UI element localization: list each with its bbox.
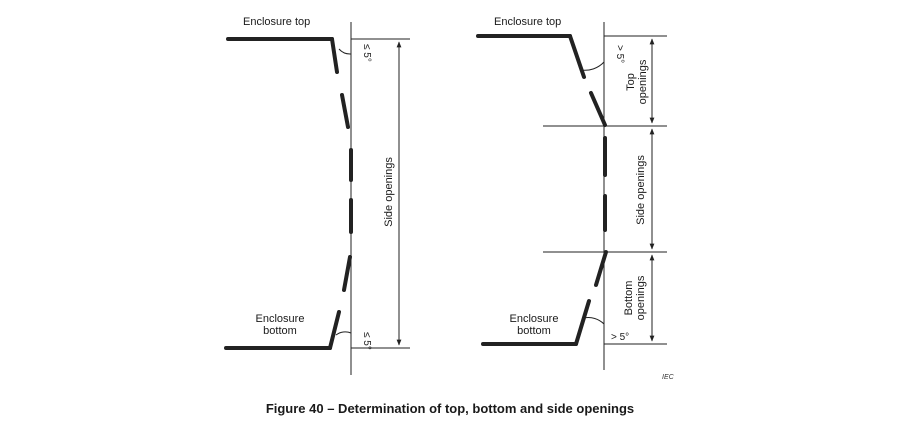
left-angle-arc-bottom bbox=[335, 331, 352, 336]
left-enclosure-bottom-label-line1: Enclosure bbox=[256, 313, 305, 325]
right-angle-arc-bottom bbox=[583, 317, 605, 325]
left-diagram: Enclosure top ≤ 5° ≤ 5° Side openings E bbox=[224, 16, 410, 375]
left-angle-arc-top bbox=[338, 48, 352, 55]
right-enclosure-top-label: Enclosure top bbox=[494, 16, 561, 28]
right-angle-arc-top bbox=[580, 61, 605, 71]
iec-mark: IEC bbox=[662, 374, 675, 381]
left-angle-top-label: ≤ 5° bbox=[361, 44, 372, 62]
right-bottom-openings-label-line1: Bottom bbox=[623, 281, 635, 316]
right-top-openings-label-line2: openings bbox=[637, 59, 649, 104]
right-angle-top-label: > 5° bbox=[614, 45, 625, 63]
left-side-wall bbox=[328, 37, 353, 350]
right-bottom-openings-label-line2: openings bbox=[635, 275, 647, 320]
right-angle-bottom-label: > 5° bbox=[611, 332, 629, 343]
left-enclosure-top-label: Enclosure top bbox=[243, 16, 310, 28]
left-enclosure-bottom-label-line2: bottom bbox=[263, 325, 297, 337]
right-side-wall bbox=[568, 34, 608, 346]
right-top-openings-label-line1: Top bbox=[625, 73, 637, 91]
right-diagram: Enclosure top > 5° > 5° Top bbox=[476, 16, 675, 381]
left-side-openings-label: Side openings bbox=[383, 157, 395, 227]
right-enclosure-bottom-label-line1: Enclosure bbox=[510, 313, 559, 325]
right-enclosure-bottom-label-line2: bottom bbox=[517, 325, 551, 337]
right-side-openings-label: Side openings bbox=[635, 155, 647, 225]
left-angle-bottom-label: ≤ 5° bbox=[361, 332, 372, 350]
figure-caption: Figure 40 – Determination of top, bottom… bbox=[265, 401, 635, 416]
